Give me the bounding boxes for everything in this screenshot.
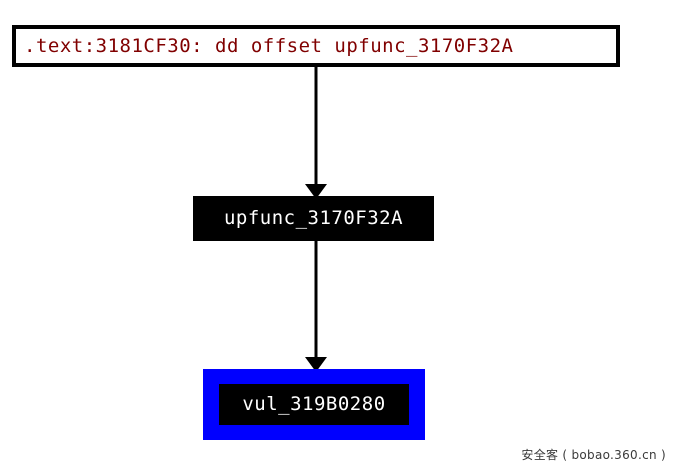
watermark: 安全客 ( bobao.360.cn ) bbox=[521, 448, 666, 462]
node-function-label: upfunc_3170F32A bbox=[223, 207, 404, 229]
edge-xref-to-upfunc bbox=[305, 67, 327, 199]
node-function-upfunc[interactable]: upfunc_3170F32A bbox=[193, 196, 434, 241]
node-xref-label: .text:3181CF30: dd offset upfunc_3170F32… bbox=[24, 34, 514, 57]
edge-upfunc-to-vul bbox=[305, 241, 327, 372]
node-function-vul[interactable]: vul_319B0280 bbox=[203, 369, 425, 440]
node-vuln-inner: vul_319B0280 bbox=[219, 384, 409, 425]
node-vuln-label: vul_319B0280 bbox=[242, 393, 386, 415]
node-xref-line[interactable]: .text:3181CF30: dd offset upfunc_3170F32… bbox=[12, 25, 620, 67]
